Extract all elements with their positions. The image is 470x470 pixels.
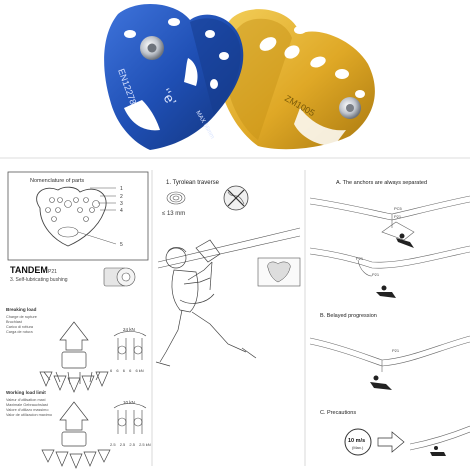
person-hanging-illustration: [155, 239, 257, 367]
callout-2: 2: [120, 194, 123, 200]
pulley-detail-inset: [257, 257, 301, 287]
blue-pulley: EN12278 ‘ʻe’ MAX 56mm: [104, 3, 244, 150]
gold-pulley: ZM1005: [216, 9, 375, 150]
anchor-label: P21: [372, 272, 380, 277]
arrow-right-icon: [377, 431, 405, 453]
rope-system-b: [309, 335, 470, 372]
anchors-title-b: B. Belayed progression: [320, 313, 377, 319]
breaking-load-rope-diagram: [113, 331, 147, 360]
breaking-load-line: Charge de rupture: [6, 315, 37, 319]
working-load-pulley-diagram: [41, 401, 111, 469]
working-load-line: Valor de utilizacion maximo: [6, 413, 52, 417]
working-load-title: Working load limit: [6, 390, 46, 395]
working-load-panel: Working load limit Valeur d'utilisation …: [6, 390, 151, 469]
rope-system-c: [409, 425, 470, 451]
pulley-outline: [36, 186, 107, 247]
breaking-load-line: Carico di rottura: [6, 325, 34, 329]
nomenclature-panel: Nomenclature of parts 1 2 3 4 5 TANDEM P…: [7, 171, 149, 287]
breaking-load-title: Breaking load: [6, 307, 37, 312]
rope-coil-icon: [166, 191, 186, 205]
nomenclature-title: Nomenclature of parts: [30, 178, 84, 184]
breaking-load-line: Bruchlast: [6, 320, 23, 324]
rope-system-a2: [309, 245, 470, 277]
rope-system-a1: [309, 195, 470, 241]
anchors-title-a: A. The anchors are always separated: [336, 180, 427, 186]
bushing-icon: [103, 267, 136, 287]
brand-name: TANDEM: [10, 265, 48, 275]
working-load-line: Valeur d'utilisation maxi: [6, 398, 46, 402]
feature-text: 3. Self-lubricating bushing: [10, 277, 68, 283]
climber-figure: [376, 233, 414, 298]
brand-code: P21: [48, 269, 57, 275]
climber-figure: [430, 446, 446, 456]
blue-logo: ‘ʻe’: [157, 86, 179, 109]
speed-limit-sign: 10 m/s (Max.): [344, 428, 372, 456]
tyrolean-title: 1. Tyrolean traverse: [166, 180, 220, 186]
tyrolean-panel: 1. Tyrolean traverse ≤ 13 mm: [155, 180, 301, 367]
working-load-line: Valore d'utilizzo massimo: [6, 408, 48, 412]
callout-4: 4: [120, 208, 123, 214]
callout-3: 3: [120, 201, 123, 207]
svg-text:10 m/s: 10 m/s: [348, 438, 365, 444]
anchor-label: PC5: [394, 206, 403, 211]
breaking-load-scale: 6 6 6 6 6 kN: [110, 368, 144, 373]
anchor-label: P21: [394, 214, 402, 219]
working-load-rope-diagram: [113, 403, 147, 434]
traverse-ropes: [157, 227, 301, 269]
breaking-load-pulley-diagram: [39, 321, 109, 393]
working-load-scale: 2.5 2.5 2.5 2.5 kN: [110, 442, 151, 447]
callout-1: 1: [120, 186, 123, 192]
breaking-load-value: 24 kN: [123, 327, 135, 332]
breaking-load-panel: Breaking load Charge de rupture Bruchlas…: [6, 307, 147, 393]
breaking-load-line: Carga de rotura: [6, 330, 33, 334]
anchors-panel: A. The anchors are always separated PC5 …: [309, 180, 470, 456]
anchors-title-c: C. Precautions: [320, 410, 356, 416]
anchor-label: P21: [392, 348, 400, 353]
anchor-label: P21: [356, 256, 364, 261]
callout-5: 5: [120, 242, 123, 248]
working-load-line: Maximale Gebrauchslast: [6, 403, 49, 407]
climber-figure: [370, 375, 392, 390]
no-wire-icon: [223, 185, 249, 211]
working-load-value: 10 kN: [123, 400, 135, 405]
rope-diameter: ≤ 13 mm: [162, 211, 185, 217]
svg-text:(Max.): (Max.): [352, 445, 364, 450]
